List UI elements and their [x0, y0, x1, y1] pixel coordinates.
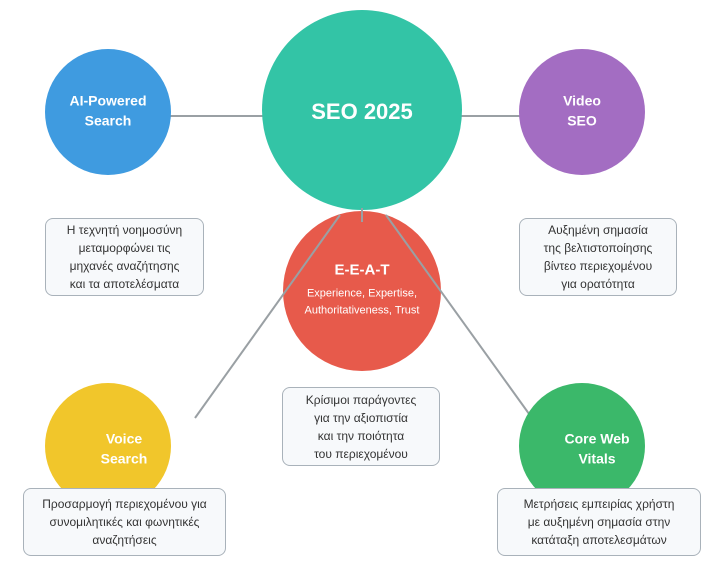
ai-title-line: AI-Powered: [69, 92, 147, 109]
desc-line: Κρίσιμοι παράγοντες: [305, 392, 417, 407]
eeat-title: E-E-A-T: [334, 261, 390, 279]
desc-line: συνομιλητικές και φωνητικές: [49, 515, 200, 529]
desc-line: Η τεχνητή νοημοσύνη: [66, 223, 183, 237]
eeat-label: E-E-A-T Experience, Expertise, Authoritat…: [305, 260, 420, 321]
desc-line: Μετρήσεις εμπειρίας χρήστη: [523, 497, 675, 511]
core-title-line: Core Web: [564, 430, 630, 447]
desc-line: μηχανές αναζήτησης: [69, 259, 180, 273]
center-title: SEO 2025: [311, 99, 413, 125]
circle-core: [519, 383, 645, 509]
voice-description: Προσαρμογή περιεχομένου για συνομιλητικές…: [23, 488, 226, 556]
desc-line: για την αξιοπιστία: [314, 410, 408, 425]
eeat-subtitle-line: Authoritativeness, Trust: [304, 304, 420, 317]
eeat-description: Κρίσιμοι παράγοντες για την αξιοπιστία και…: [282, 387, 440, 466]
desc-line: κατάταξη αποτελεσμάτων: [531, 533, 667, 547]
connector-core: [385, 214, 533, 419]
core-description: Μετρήσεις εμπειρίας χρήστη με αυξημένη ση…: [497, 488, 701, 556]
desc-line: Προσαρμογή περιεχομένου για: [42, 497, 207, 511]
eeat-subtitle: Experience, Expertise, Authoritativeness,…: [305, 285, 420, 320]
voice-title-line: Search: [100, 451, 148, 467]
desc-line: και τα αποτελέσματα: [69, 277, 180, 291]
voice-title-line: Voice: [105, 430, 143, 447]
circle-video: [519, 49, 645, 175]
video-title-line: Video: [563, 92, 601, 109]
core-title-line: Vitals: [578, 451, 616, 467]
circle-ai: [45, 49, 171, 175]
desc-line: του περιεχομένου: [314, 446, 408, 461]
circle-eeat: [283, 211, 441, 371]
desc-line: της βελτιστοποίησης: [543, 241, 653, 255]
video-description: Αυξημένη σημασία της βελτιστοποίησης βίντε…: [519, 218, 677, 296]
eeat-subtitle-line: Experience, Expertise,: [306, 287, 418, 300]
connector-voice: [194, 214, 341, 419]
desc-line: αναζητήσεις: [92, 533, 157, 547]
desc-line: βίντεο περιεχομένου: [543, 259, 653, 273]
desc-line: μεταμορφώνει τις: [78, 241, 171, 255]
ai-description: Η τεχνητή νοημοσύνη μεταμορφώνει τις μηχαν…: [45, 218, 204, 296]
desc-line: με αυξημένη σημασία στην: [527, 515, 671, 529]
desc-line: και την ποιότητα: [317, 428, 405, 443]
desc-line: Αυξημένη σημασία: [548, 223, 648, 237]
desc-line: για ορατότητα: [561, 277, 635, 291]
video-title-line: SEO: [567, 113, 597, 129]
ai-title-line: Search: [84, 113, 132, 129]
circle-seo: [262, 10, 462, 210]
circle-voice: [45, 383, 171, 509]
